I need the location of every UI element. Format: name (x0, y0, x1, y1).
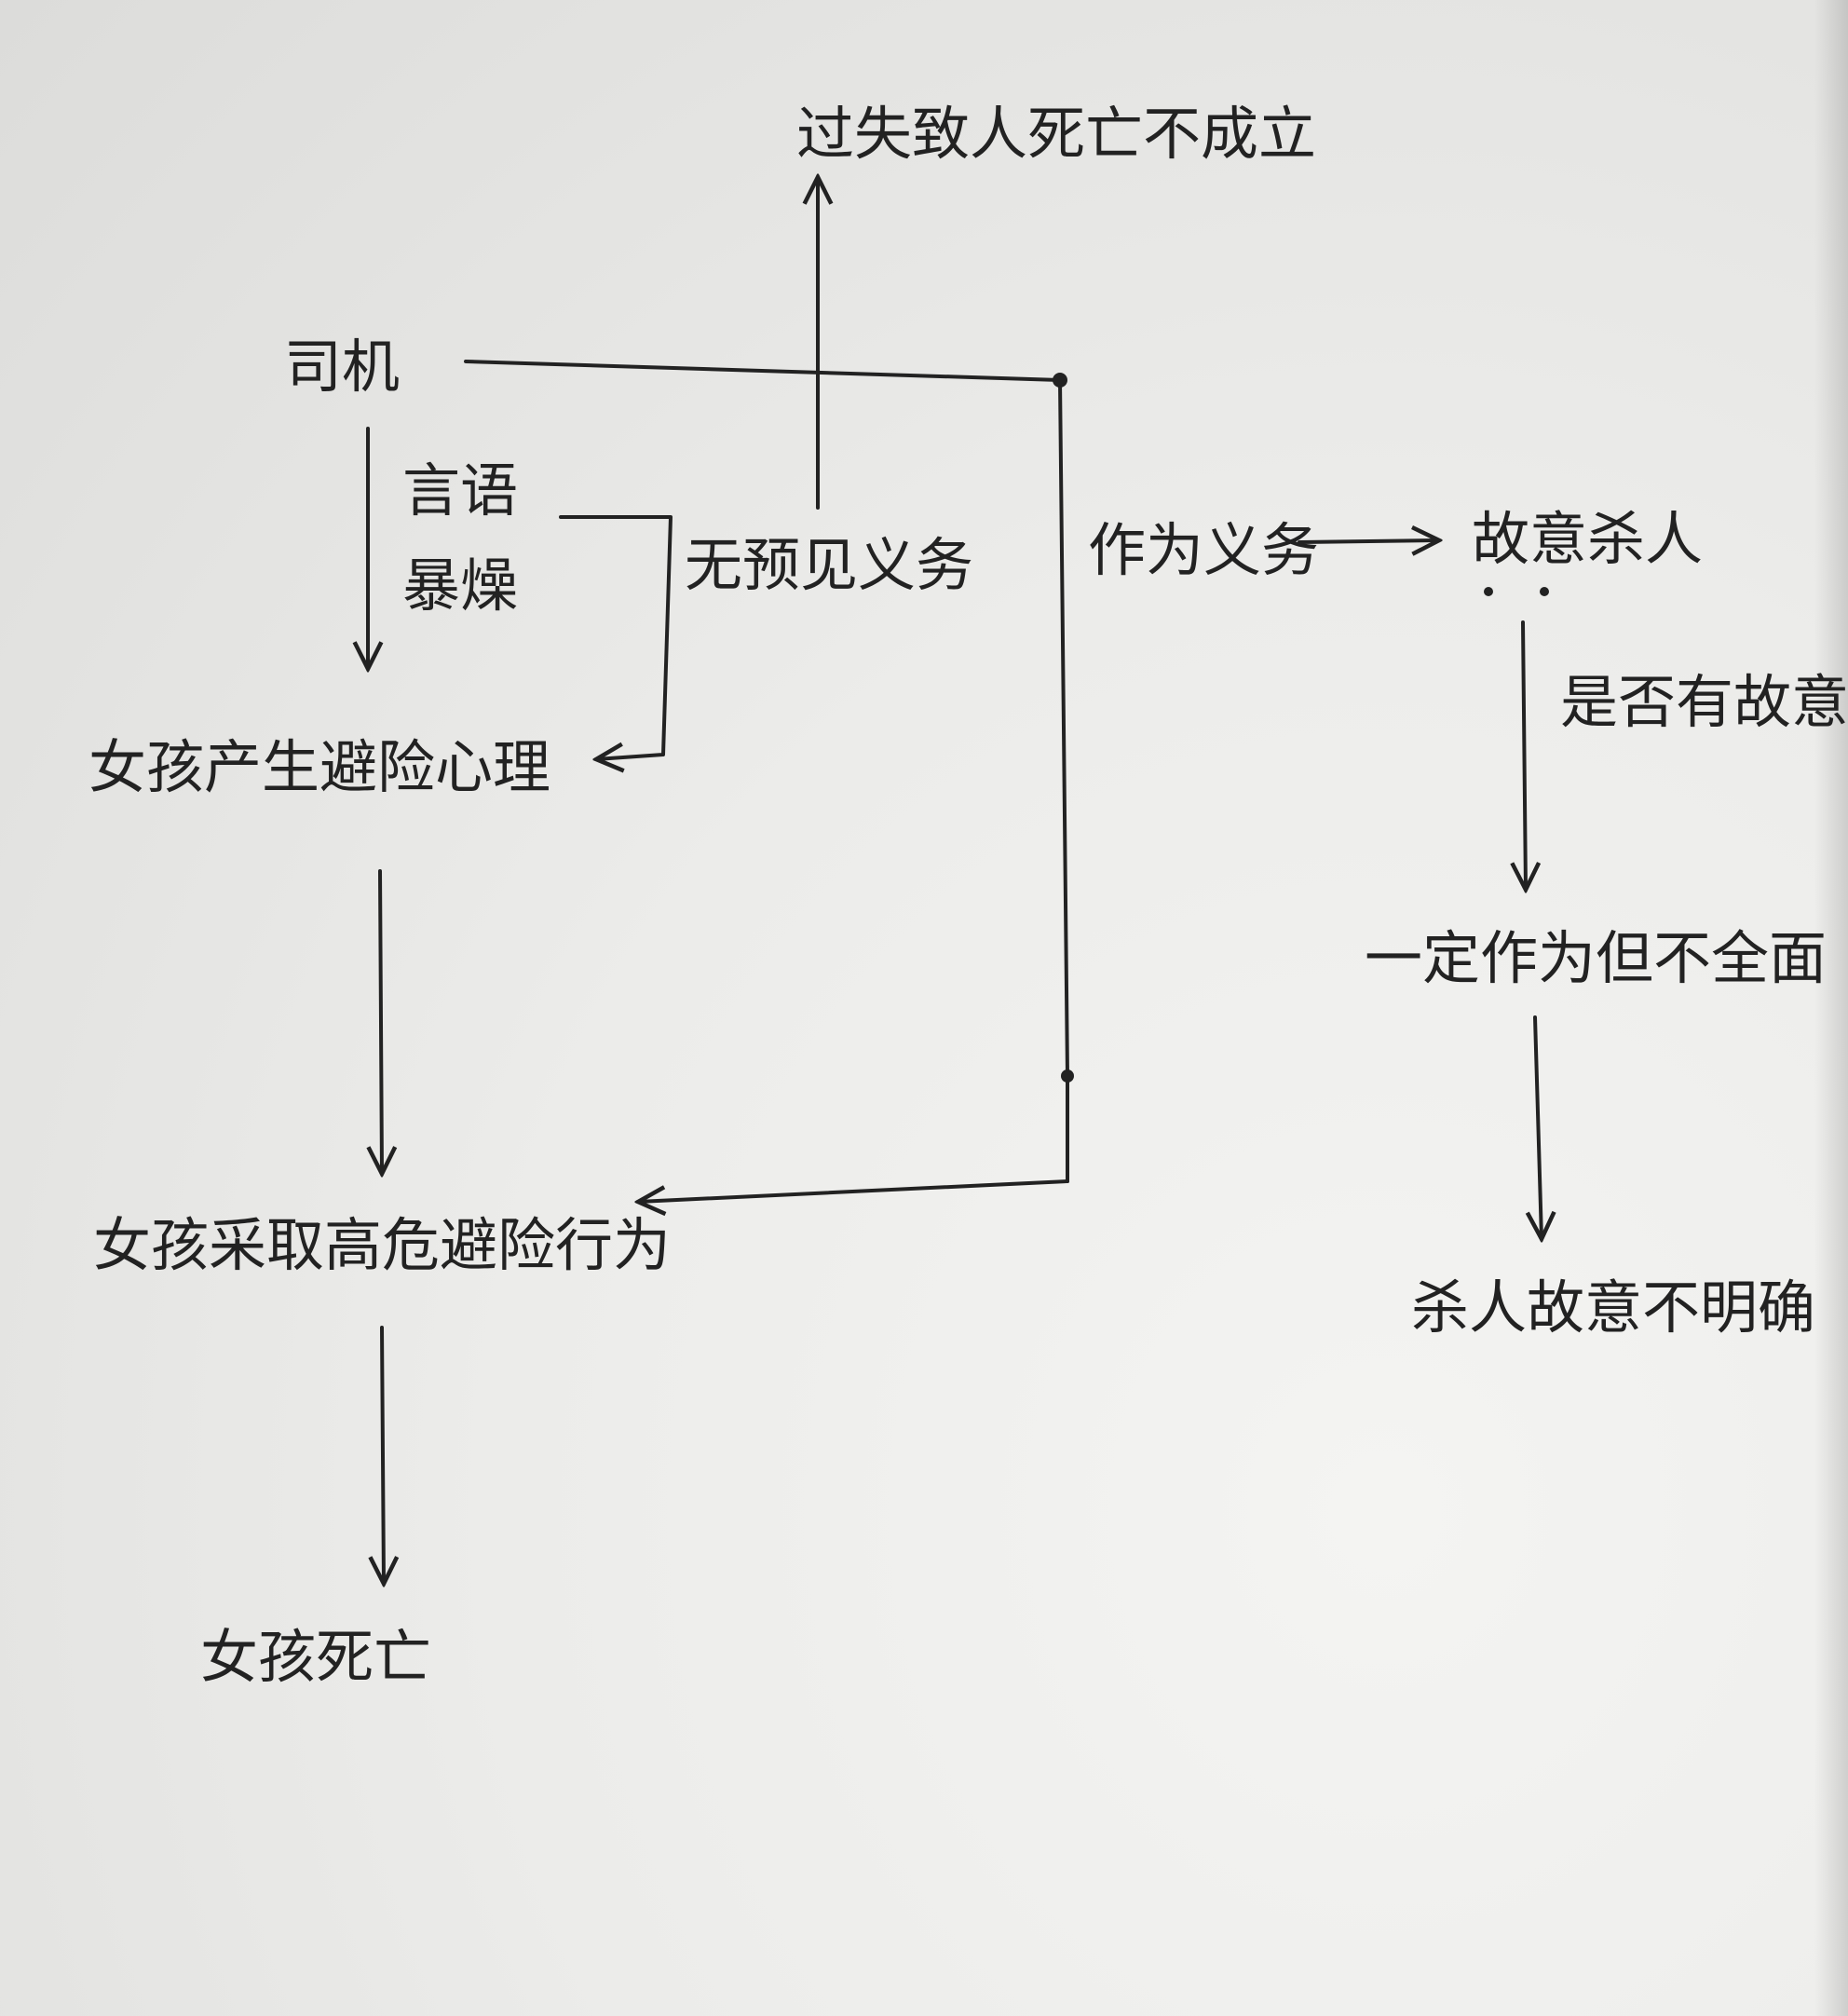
arrow-action-to-death (382, 1326, 384, 1584)
line-right-vertical (1058, 378, 1069, 1183)
node-intent-unclear: 杀人故意不明确 (1411, 1274, 1815, 1342)
arrow-intent-to-must-act (1523, 620, 1526, 890)
bracket-verbal-to-fear (559, 515, 673, 759)
line-driver-to-right (464, 360, 1062, 382)
node-driver: 司机 (284, 333, 400, 401)
node-verbal-line1: 言语 (402, 456, 518, 524)
node-negligent-homicide: 过失致人死亡不成立 (796, 100, 1316, 168)
node-girl-death: 女孩死亡 (200, 1623, 431, 1691)
node-act-duty: 作为义务 (1088, 516, 1319, 584)
node-girl-action: 女孩采取高危避险行为 (93, 1211, 671, 1279)
node-intentional-homicide: 故意杀人 (1472, 505, 1703, 573)
arrow-fear-to-action (380, 869, 382, 1174)
node-girl-fear: 女孩产生避险心理 (88, 733, 550, 801)
junction-dot-lower (1061, 1069, 1074, 1083)
node-no-foresee-duty: 无预见义务 (685, 531, 973, 599)
arrow-duty-to-action (638, 1179, 1069, 1202)
emphasis-dot-1 (1484, 587, 1493, 596)
node-must-act: 一定作为但不全面 (1365, 924, 1827, 992)
arrow-must-act-to-unclear (1535, 1015, 1542, 1239)
paper-edge-shadow (1814, 0, 1848, 2016)
arrow-duty-to-intent (1298, 540, 1439, 542)
node-verbal-line2: 暴燥 (402, 552, 518, 620)
node-whether-intent: 是否有故意 (1560, 668, 1848, 736)
emphasis-dot-2 (1540, 587, 1549, 596)
